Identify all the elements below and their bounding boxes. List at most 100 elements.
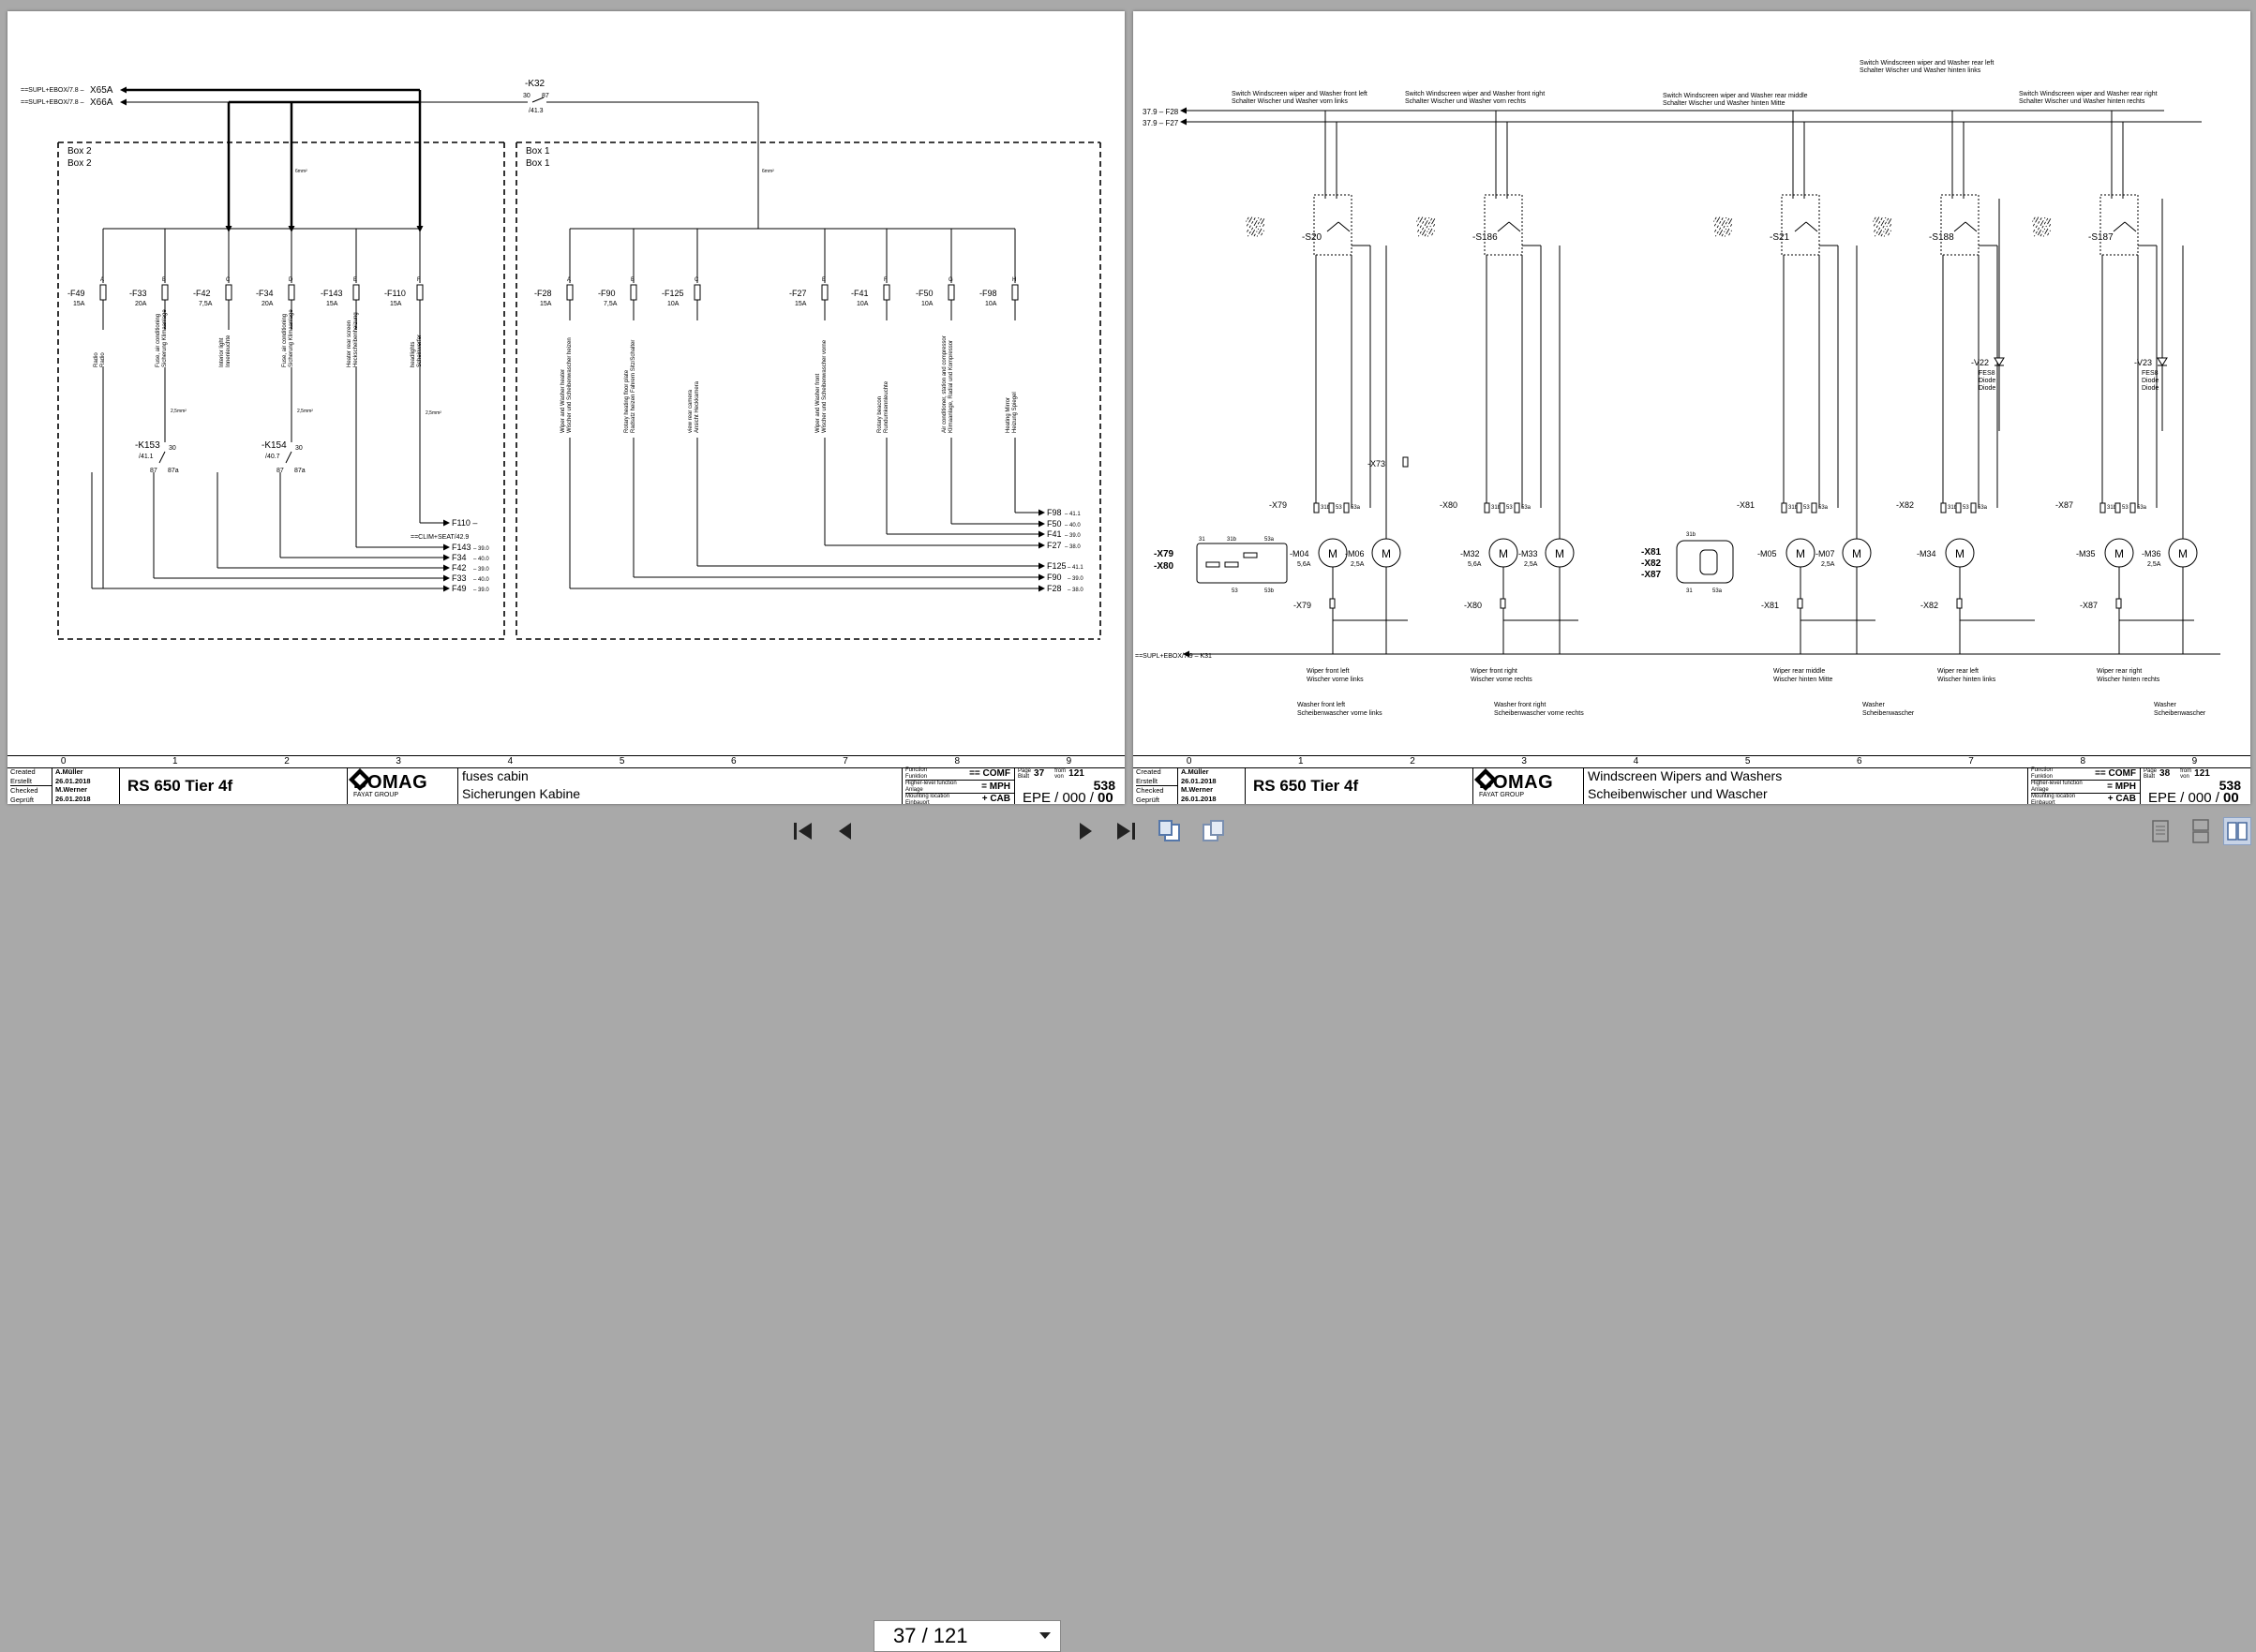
connector-id: -X87: [2055, 500, 2073, 510]
k32-pin-30: 30: [523, 93, 530, 99]
continuous-view-icon[interactable]: [2187, 817, 2215, 845]
x66a-label: X66A: [90, 97, 113, 108]
k31-ref: ==SUPL+EBOX/7.9 – K31: [1135, 653, 1212, 660]
title-de: Scheibenwischer und Wascher: [1588, 786, 1768, 801]
wiper-symbol-icon: ⛆: [1713, 214, 1733, 242]
wiper-motor-id: -M04: [1290, 549, 1309, 558]
created-date: 26.01.2018: [55, 776, 91, 785]
output-label: F27: [1047, 541, 1062, 550]
fuse-pin: B: [631, 277, 635, 283]
mounting-location-label: Mounting location Einbauort: [905, 794, 950, 804]
rotate-icon[interactable]: [1156, 817, 1184, 845]
plug-pin-label: 31b: [1686, 532, 1696, 538]
fuse-description: Heckscheibenheizung: [353, 312, 359, 367]
column-number: 1: [1298, 756, 1304, 766]
output-label: F28: [1047, 584, 1062, 593]
single-page-view-icon[interactable]: [2146, 817, 2174, 845]
doc-number: 538: [1093, 778, 1115, 793]
function-label: Function Funktion: [2031, 767, 2054, 780]
wiper-motor-id: -M35: [2076, 549, 2096, 558]
switch-header-de: Schalter Wischer und Washer vorn rechts: [1405, 98, 1526, 105]
switch-contact: [2113, 221, 2126, 232]
fuse-description: Heater rear screen: [347, 320, 352, 367]
drawing-title: fuses cabin Sicherungen Kabine: [458, 767, 903, 804]
motor-m-label: M: [1382, 547, 1391, 560]
connector-id: -X81: [1737, 500, 1755, 510]
switch-header-de: Schalter Wischer und Washer hinten recht…: [2019, 98, 2145, 105]
output-arrow-icon: [443, 554, 450, 561]
footer-en: Washer: [2154, 702, 2177, 708]
checked-label: Checked Geprüft: [10, 785, 52, 804]
bomag-logo: BOMAG FAYAT GROUP: [1473, 767, 1584, 804]
footer-de: Wischer hinten links: [1937, 677, 1996, 683]
output-arrow-icon: [443, 585, 450, 592]
output-label: F143: [452, 543, 471, 552]
switch-header-de: Schalter Wischer und Washer vorn links: [1232, 98, 1348, 105]
fuse-description: Air conditioner, station and compressor: [942, 335, 948, 433]
connector-pin: [2114, 502, 2121, 513]
switch-id: -S186: [1472, 232, 1498, 243]
footer-en: Wiper front left: [1307, 668, 1350, 675]
fuse-symbol: [225, 284, 232, 301]
connector-id: -X82: [1896, 500, 1914, 510]
created-checked-labels: Created Erstellt Checked Geprüft: [1133, 767, 1178, 804]
two-page-view-icon[interactable]: [2223, 817, 2251, 845]
connector-pin-label: 31b: [2107, 505, 2117, 511]
doc-code-row: EPE / 000 / 00: [1015, 791, 1125, 804]
fuse-rating: 10A: [921, 301, 934, 307]
fuse-symbol: [416, 284, 424, 301]
fuse-description: Wiper and Washer front: [815, 374, 821, 433]
output-arrow-icon: [443, 564, 450, 572]
switch-header-de: Schalter Wischer und Washer hinten links: [1860, 67, 1981, 74]
column-number: 5: [619, 756, 625, 766]
next-page-icon[interactable]: [1071, 817, 1099, 845]
fuse-description: Sicherung Klimaanlage: [289, 309, 294, 367]
plug-pin-label: 31b: [1227, 537, 1237, 543]
output-label: F110 –: [452, 518, 477, 528]
switch-id: -S188: [1929, 232, 1954, 243]
wiper-motor-id: -M32: [1460, 549, 1480, 558]
diode-id: -V23: [2134, 358, 2152, 367]
plug-pin: [1243, 552, 1258, 558]
fuse-pin: G: [949, 277, 953, 283]
footer-de: Scheibenwascher vorne links: [1297, 710, 1382, 717]
relay-ref: /40.7: [265, 454, 280, 460]
plug-label: -X80: [1154, 561, 1174, 572]
fuse-rating: 10A: [857, 301, 869, 307]
page-number-select[interactable]: 37 / 121: [874, 1620, 1061, 1652]
last-page-icon[interactable]: [1112, 817, 1140, 845]
prev-page-icon[interactable]: [831, 817, 859, 845]
function-value: == COMF: [2095, 768, 2136, 779]
output-arrow-icon: [443, 543, 450, 551]
output-ref: – 41.1: [1068, 565, 1083, 571]
fuse-symbol: [161, 284, 169, 301]
plug-label: -X87: [1641, 570, 1662, 580]
rotate-alt-icon[interactable]: [1200, 817, 1228, 845]
first-page-icon[interactable]: [789, 817, 817, 845]
fuse-pin: F: [884, 277, 888, 283]
relay-pin-30: 30: [169, 445, 176, 452]
fuse-description: Radio: [100, 352, 106, 367]
fuse-description: Sicherung Klimaanlage: [162, 309, 168, 367]
footer-de: Wischer hinten Mitte: [1773, 677, 1833, 683]
fuse-description: headlights: [411, 342, 416, 367]
connector-pin: [1970, 502, 1977, 513]
fuse-pin: E: [822, 277, 826, 283]
connector-pin-label: 31b: [1788, 505, 1799, 511]
column-number: 7: [1968, 756, 1974, 766]
mounting-location-value: + CAB: [981, 794, 1010, 804]
x66a-ref: ==SUPL+EBOX/7.8 –: [21, 99, 84, 106]
footer-en: Washer: [1862, 702, 1886, 708]
switch-contact: [1953, 221, 1966, 232]
fuse-rating: 7,5A: [604, 301, 618, 307]
x65a-ref: ==SUPL+EBOX/7.8 –: [21, 87, 84, 94]
plug-pin-label: 53b: [1264, 588, 1275, 594]
connector-pin-label: 53: [1506, 505, 1513, 511]
from-label: from von: [1054, 767, 1067, 780]
switch-frame: [1781, 194, 1820, 256]
function-cell: Function Funktion == COMF Higher-level f…: [903, 767, 1015, 804]
connector-pin: [1796, 502, 1802, 513]
footer-de: Wischer hinten rechts: [2097, 677, 2160, 683]
fuse-description: Wiper and Washer heater: [560, 369, 566, 433]
